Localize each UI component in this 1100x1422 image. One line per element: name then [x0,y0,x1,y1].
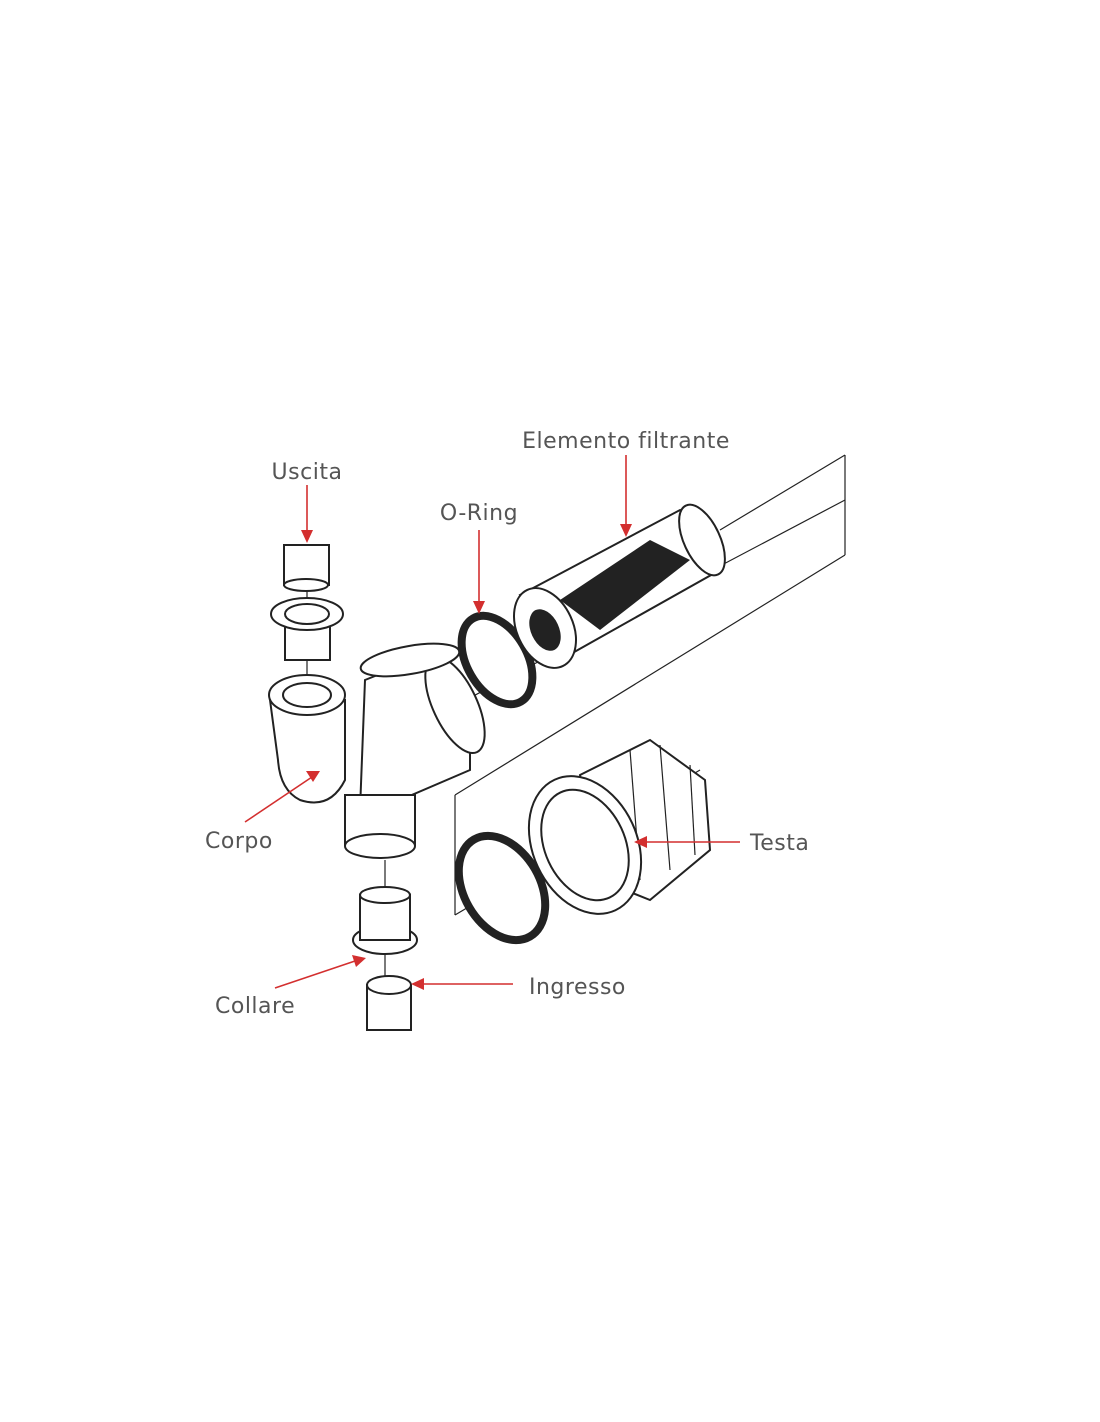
label-o-ring: O-Ring [440,501,518,526]
label-collare: Collare [215,994,295,1019]
filter-cap [527,738,712,915]
label-ingresso: Ingresso [529,975,626,1000]
label-elemento-filtrante: Elemento filtrante [522,429,730,454]
label-corpo: Corpo [205,829,273,854]
o-ring-lower [454,831,550,945]
label-uscita: Uscita [272,460,343,485]
filter-body [268,642,486,859]
upper-collar [270,597,344,661]
filter-element [513,503,726,669]
callout-arrows [244,455,740,990]
outlet-pipe [283,544,330,592]
inlet-pipe [366,975,412,1031]
lower-collar [352,886,418,955]
label-testa: Testa [749,831,809,856]
